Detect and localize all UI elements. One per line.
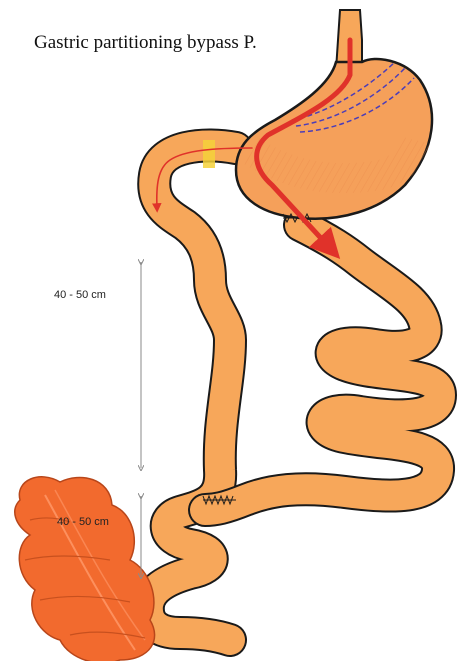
colon <box>15 477 155 661</box>
measurement-label-upper: 40 - 50 cm <box>54 289 106 301</box>
intestine-fill <box>148 145 236 640</box>
pylorus-band <box>203 140 215 168</box>
measurement-label-lower: 40 - 50 cm <box>57 516 109 528</box>
diagram-title: Gastric partitioning bypass P. <box>34 32 257 54</box>
